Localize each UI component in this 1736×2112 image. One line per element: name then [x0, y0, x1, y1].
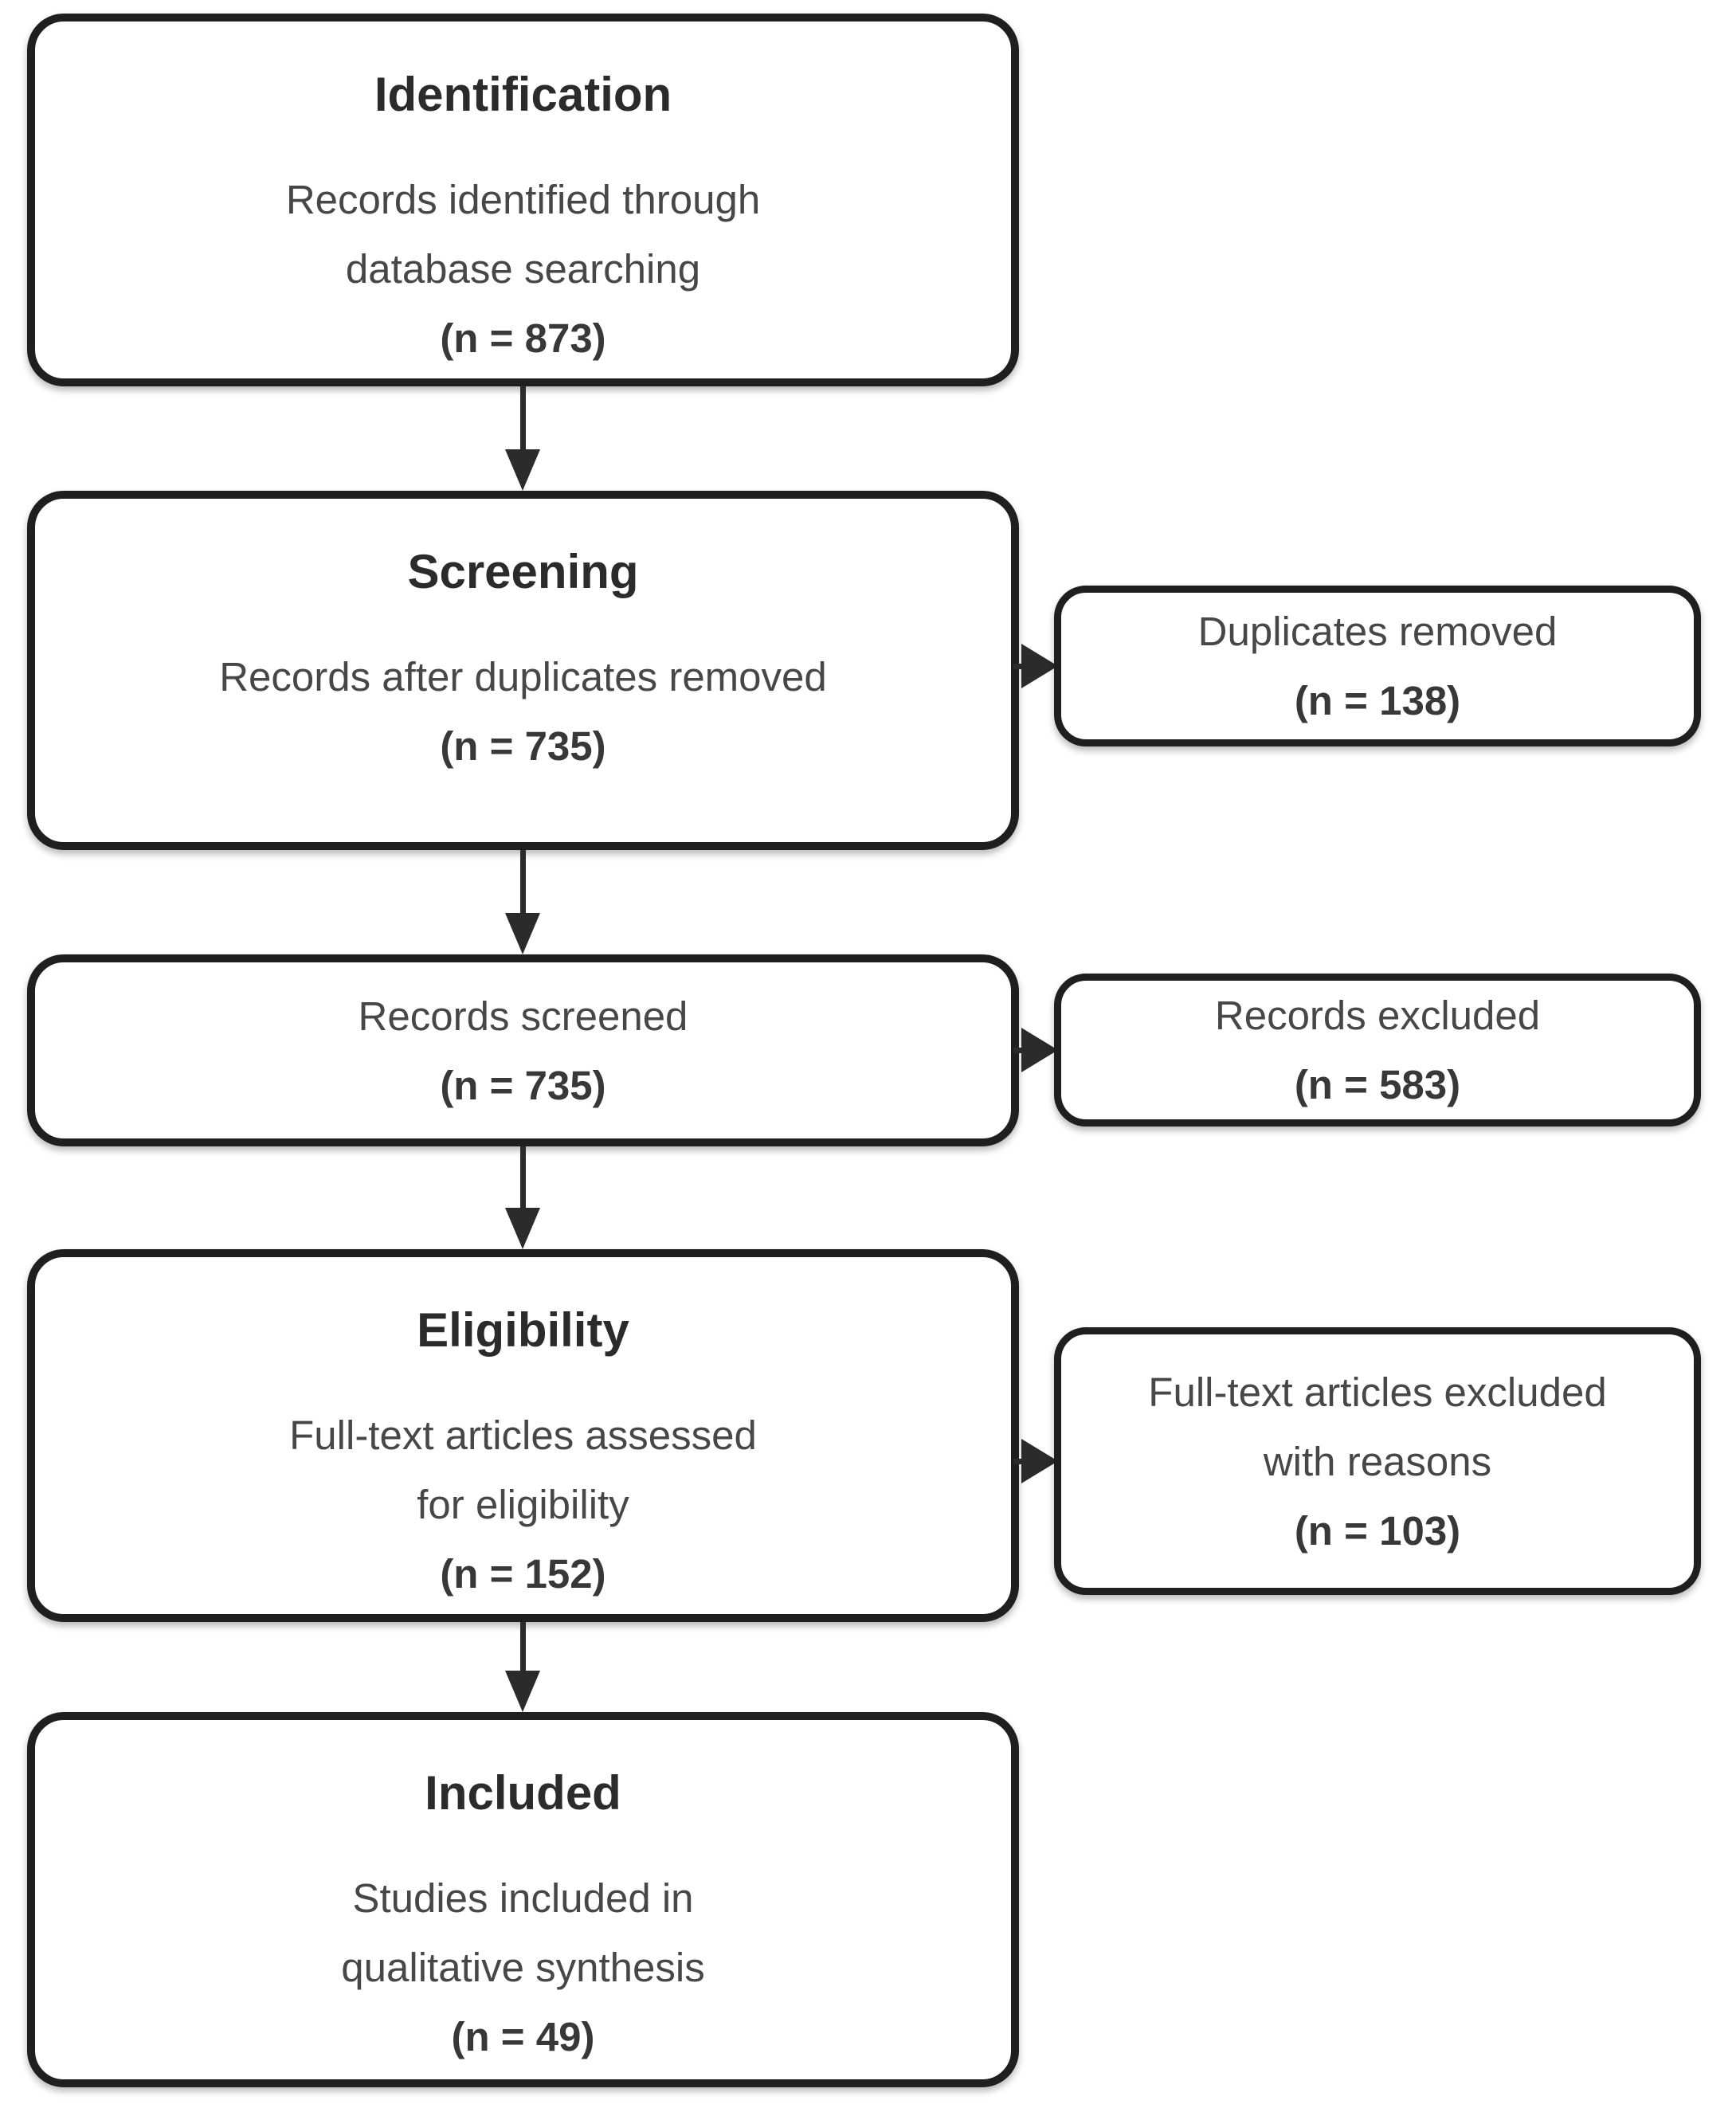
records-excluded-line-1: Records excluded — [1214, 993, 1541, 1038]
included-line-2: qualitative synthesis — [341, 1945, 705, 1990]
arrow-shaft — [1013, 1458, 1021, 1464]
arrow-head — [1021, 1028, 1058, 1072]
right-arrow-icon — [1013, 644, 1058, 688]
duplicates-removed-count: (n = 138) — [1294, 678, 1461, 723]
arrow-head — [1021, 644, 1058, 688]
identification-body: Records identified through database sear… — [286, 165, 760, 373]
eligibility-line-2: for eligibility — [417, 1482, 629, 1527]
eligibility-title: Eligibility — [417, 1303, 629, 1357]
screening-box: Screening Records after duplicates remov… — [27, 491, 1019, 850]
records-screened-box: Records screened (n = 735) — [27, 954, 1019, 1146]
down-arrow-icon — [505, 1622, 540, 1712]
included-line-1: Studies included in — [352, 1875, 694, 1921]
screening-title: Screening — [407, 545, 639, 598]
eligibility-body: Full-text articles assessed for eligibil… — [289, 1401, 757, 1608]
screening-body: Records after duplicates removed (n = 73… — [219, 642, 827, 781]
duplicates-removed-line-1: Duplicates removed — [1197, 609, 1558, 654]
arrow-head — [1021, 1439, 1058, 1483]
included-title: Included — [425, 1766, 621, 1820]
fulltext-excluded-box: Full-text articles excluded with reasons… — [1054, 1327, 1701, 1595]
identification-title: Identification — [374, 68, 672, 121]
screening-count: (n = 735) — [440, 723, 606, 769]
fulltext-excluded-body: Full-text articles excluded with reasons… — [1148, 1358, 1606, 1565]
arrow-head — [505, 1671, 540, 1712]
identification-count: (n = 873) — [440, 315, 606, 361]
eligibility-box: Eligibility Full-text articles assessed … — [27, 1249, 1019, 1622]
arrow-shaft — [519, 850, 526, 913]
arrow-shaft — [1013, 663, 1021, 669]
arrow-shaft — [519, 1146, 526, 1208]
records-excluded-body: Records excluded (n = 583) — [1215, 981, 1540, 1119]
down-arrow-icon — [505, 386, 540, 491]
down-arrow-icon — [505, 1146, 540, 1249]
duplicates-removed-box: Duplicates removed (n = 138) — [1054, 586, 1701, 746]
identification-box: Identification Records identified throug… — [27, 14, 1019, 386]
eligibility-count: (n = 152) — [440, 1551, 606, 1597]
identification-line-1: Records identified through — [285, 177, 761, 222]
arrow-head — [505, 1208, 540, 1249]
fulltext-excluded-line-1: Full-text articles excluded — [1148, 1369, 1607, 1415]
down-arrow-icon — [505, 850, 540, 954]
fulltext-excluded-count: (n = 103) — [1294, 1507, 1461, 1554]
included-count: (n = 49) — [451, 2014, 595, 2059]
records-excluded-count: (n = 583) — [1294, 1062, 1461, 1107]
included-box: Included Studies included in qualitative… — [27, 1712, 1019, 2087]
right-arrow-icon — [1013, 1028, 1058, 1072]
arrow-shaft — [1013, 1047, 1021, 1053]
arrow-shaft — [519, 386, 526, 449]
arrow-head — [505, 449, 540, 491]
included-body: Studies included in qualitative synthesi… — [341, 1863, 704, 2071]
identification-line-2: database searching — [345, 246, 701, 292]
eligibility-line-1: Full-text articles assessed — [289, 1413, 757, 1458]
records-screened-line-1: Records screened — [358, 993, 688, 1039]
arrow-head — [505, 913, 540, 954]
records-screened-body: Records screened (n = 735) — [359, 982, 688, 1120]
right-arrow-icon — [1013, 1439, 1058, 1483]
duplicates-removed-body: Duplicates removed (n = 138) — [1198, 597, 1558, 735]
arrow-shaft — [519, 1622, 526, 1671]
fulltext-excluded-line-2: with reasons — [1263, 1438, 1492, 1484]
records-screened-count: (n = 735) — [440, 1062, 606, 1108]
screening-line-1: Records after duplicates removed — [219, 654, 827, 699]
records-excluded-box: Records excluded (n = 583) — [1054, 974, 1701, 1127]
